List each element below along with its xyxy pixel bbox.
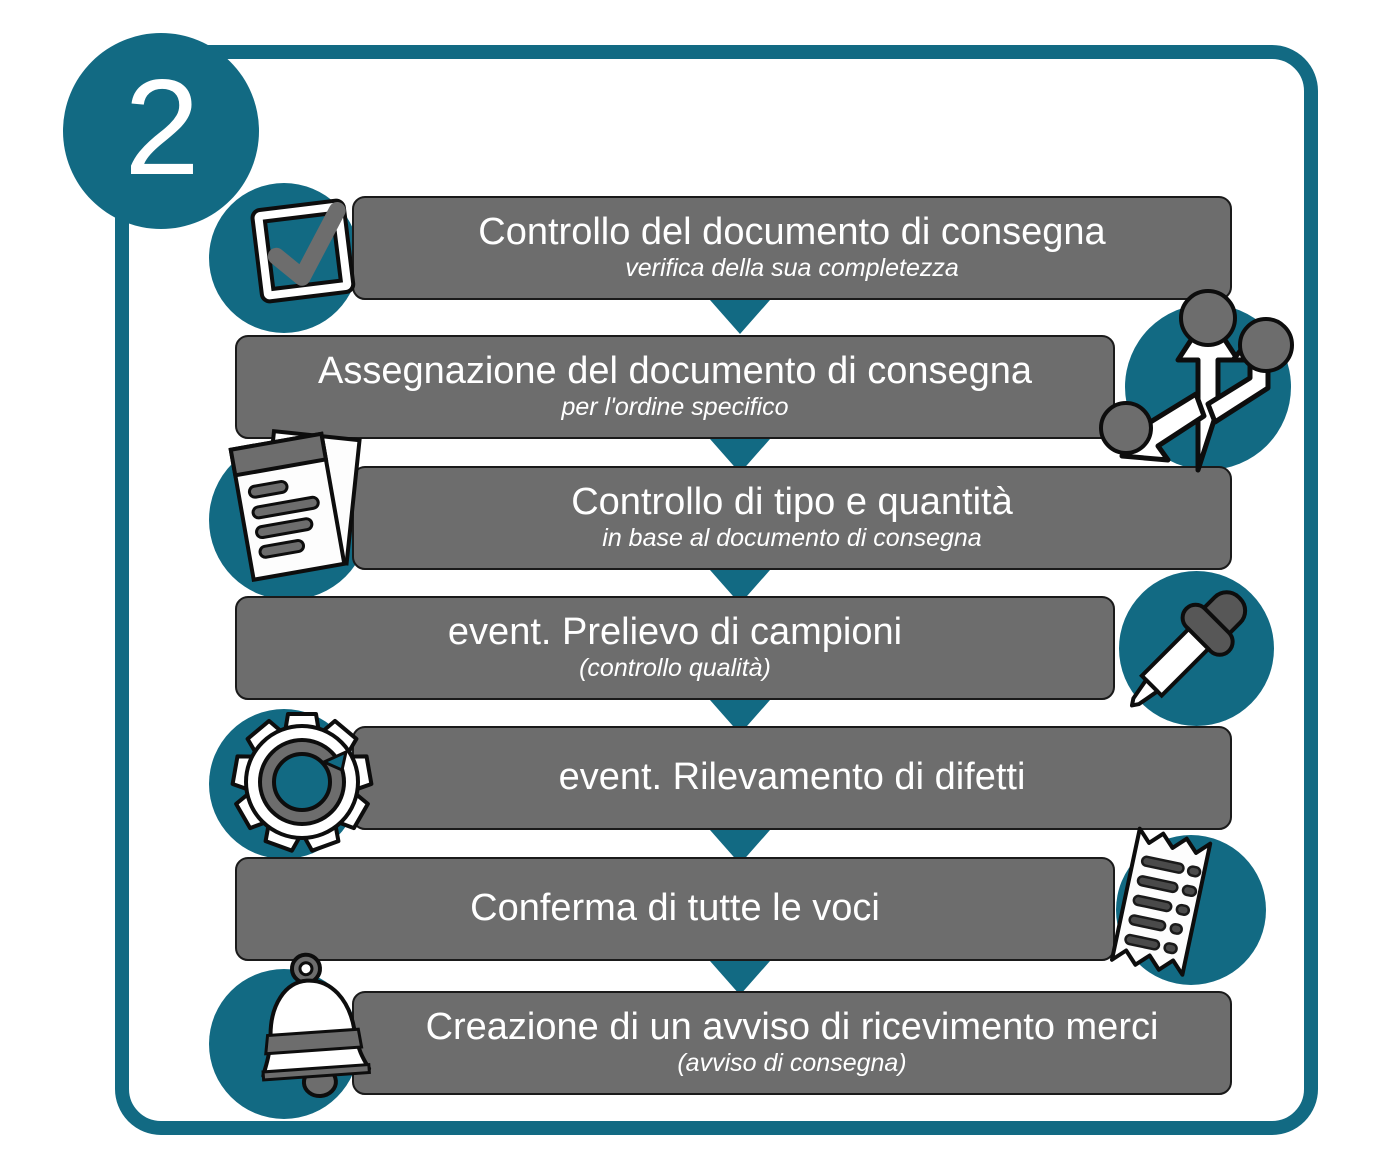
- step-subtitle: (avviso di consegna): [677, 1049, 907, 1077]
- step-number-badge: 2: [63, 33, 259, 229]
- step-bar[interactable]: Controllo di tipo e quantità in base al …: [352, 466, 1232, 570]
- step-bar[interactable]: Creazione di un avviso di ricevimento me…: [352, 991, 1232, 1095]
- gear-icon: [227, 710, 377, 856]
- step-bar[interactable]: event. Rilevamento di difetti: [352, 726, 1232, 830]
- step-subtitle: in base al documento di consegna: [602, 524, 982, 552]
- step-title: Controllo di tipo e quantità: [571, 481, 1013, 524]
- step-bar[interactable]: event. Prelievo di campioni (controllo q…: [235, 596, 1115, 700]
- step-connector-arrow: [710, 300, 770, 334]
- step-title: Controllo del documento di consegna: [478, 211, 1106, 254]
- documents-stack-icon: [222, 424, 372, 594]
- process-step-row: event. Rilevamento di difetti: [0, 709, 1386, 864]
- bell-icon: [248, 946, 388, 1106]
- pipette-icon: [1090, 571, 1280, 731]
- step-title: Creazione di un avviso di ricevimento me…: [425, 1006, 1159, 1049]
- step-subtitle: per l'ordine specifico: [561, 393, 789, 421]
- process-step-row: event. Prelievo di campioni (controllo q…: [0, 571, 1386, 734]
- branching-arrows-icon: [1099, 289, 1300, 480]
- diagram-frame: [115, 45, 1318, 1135]
- process-step-row: Assegnazione del documento di consegna p…: [0, 289, 1386, 473]
- step-title: Assegnazione del documento di consegna: [317, 350, 1033, 393]
- step-subtitle: (controllo qualità): [579, 654, 771, 682]
- step-connector-arrow: [710, 961, 770, 995]
- step-subtitle: verifica della sua completezza: [625, 254, 959, 282]
- step-title: event. Rilevamento di difetti: [558, 756, 1026, 799]
- checkbox-checked-icon: [243, 195, 363, 309]
- process-step-row: Creazione di un avviso di ricevimento me…: [0, 952, 1386, 1119]
- process-step-row: Controllo di tipo e quantità in base al …: [0, 428, 1386, 604]
- process-step-row: Controllo del documento di consegna veri…: [0, 183, 1386, 334]
- process-step-row: Conferma di tutte le voci: [0, 826, 1386, 995]
- step-title: Conferma di tutte le voci: [470, 887, 880, 930]
- step-title: event. Prelievo di campioni: [447, 611, 903, 654]
- receipt-icon: [1082, 817, 1242, 997]
- step-number-label: 2: [124, 51, 200, 203]
- step-bar[interactable]: Controllo del documento di consegna veri…: [352, 196, 1232, 300]
- step-bar[interactable]: Conferma di tutte le voci: [235, 857, 1115, 961]
- step-bar[interactable]: Assegnazione del documento di consegna p…: [235, 335, 1115, 439]
